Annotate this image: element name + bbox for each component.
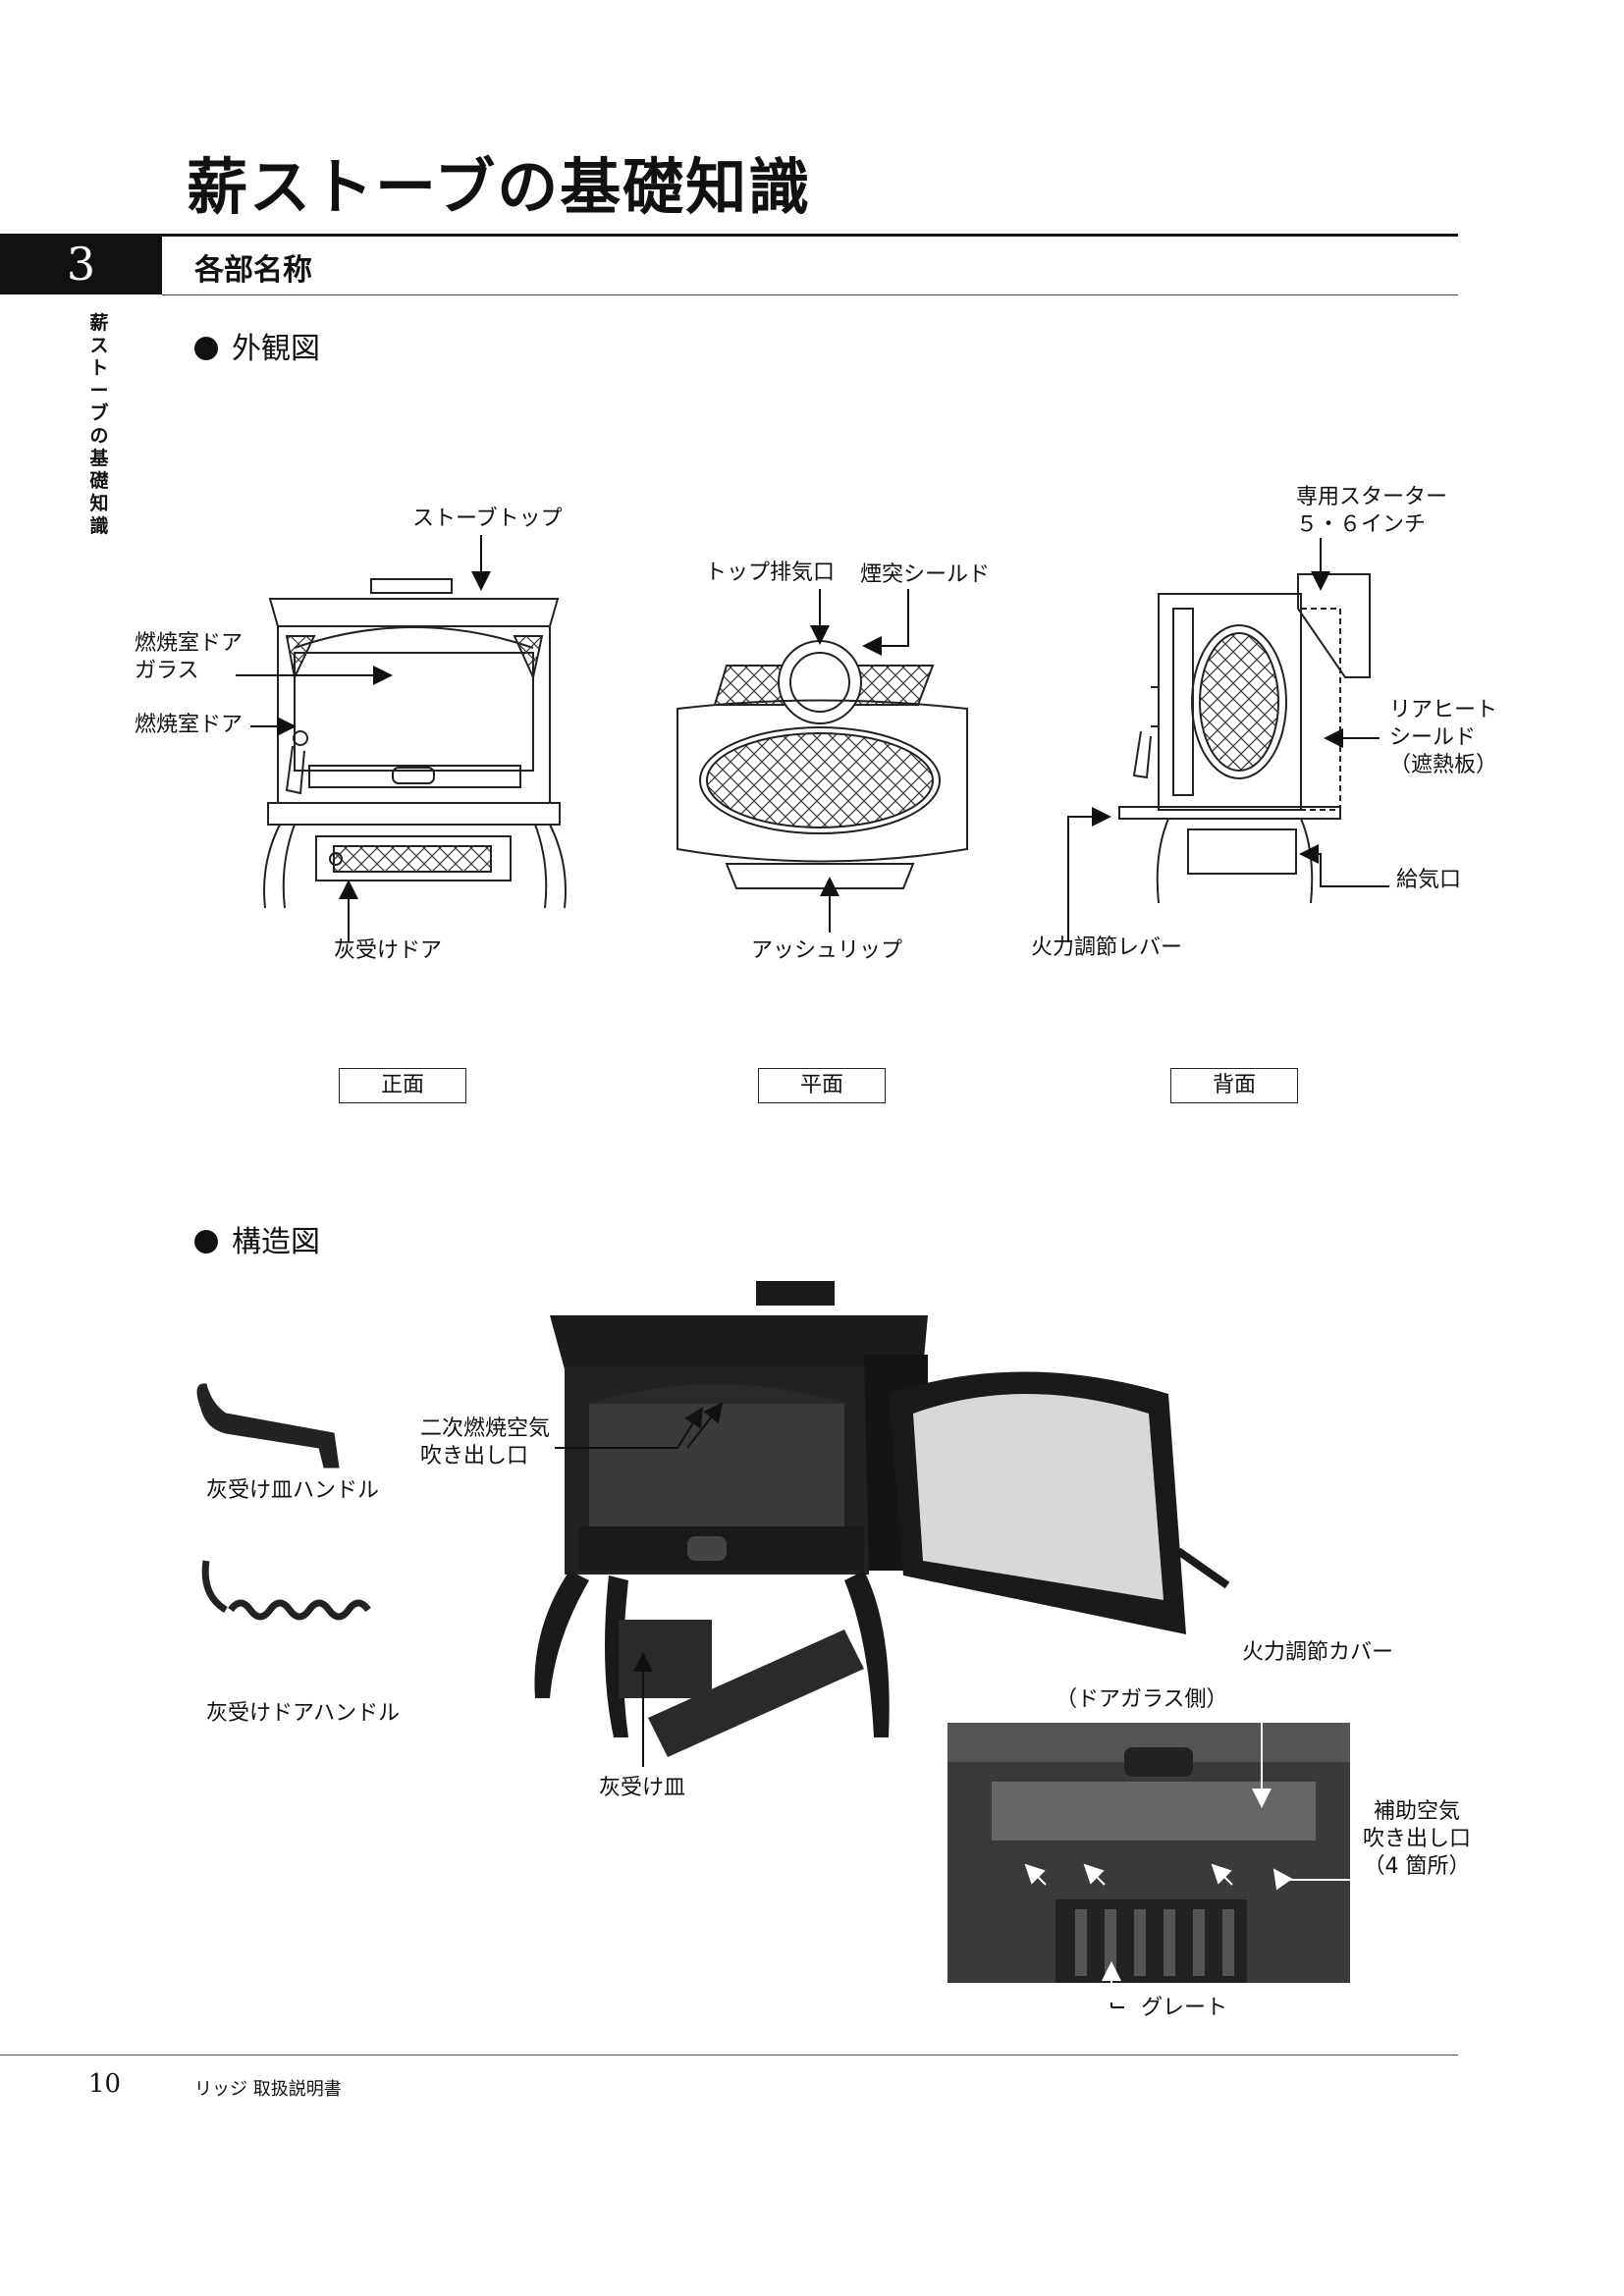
side-tab-char: ー [89, 380, 109, 401]
label-grate: グレート [1141, 1996, 1228, 2020]
label-door-glass-side: （ドアガラス側） [1056, 1687, 1228, 1712]
label-stove-top: ストーブトップ [412, 507, 563, 531]
side-tab-char: 礎 [89, 470, 109, 492]
bullet-icon [194, 1230, 218, 1254]
structure-heading: 構造図 [194, 1217, 320, 1260]
label-ash-door-handle: 灰受けドアハンドル [206, 1701, 401, 1726]
side-tab-char: の [89, 425, 109, 447]
side-tab-char: 基 [89, 448, 109, 469]
side-tab-char: ト [89, 357, 109, 379]
page-title: 薪ストーブの基礎知識 [187, 151, 812, 223]
label-aux-air: 補助空気 吹き出し口 （4 箇所） [1363, 1799, 1472, 1879]
section-rule-top [162, 234, 1458, 237]
caption-rear: 背面 [1170, 1068, 1298, 1103]
label-secondary-air: 二次燃焼空気 吹き出し口 [420, 1416, 551, 1468]
side-tab-char: ブ [89, 402, 109, 424]
label-starter: 専用スターター ５・６インチ [1296, 485, 1448, 537]
top-view-drawing [677, 640, 968, 889]
footer-rule [0, 2055, 1458, 2056]
front-view-drawing [263, 578, 567, 909]
exterior-heading: 外観図 [194, 324, 320, 367]
label-door-glass: 燃焼室ドア ガラス [135, 631, 244, 683]
section-title: 各部名称 [194, 253, 312, 288]
grate-inset-photo [947, 1723, 1350, 1983]
bullet-icon [194, 337, 218, 360]
label-door: 燃焼室ドア [135, 713, 244, 737]
page-number: 10 [88, 2069, 122, 2099]
section-rule-bottom [162, 294, 1458, 295]
ash-door-handle-drawing [201, 1560, 371, 1621]
rear-view-drawing [1118, 573, 1371, 904]
label-ash-pan-handle: 灰受け皿ハンドル [206, 1478, 380, 1503]
label-ash-pan: 灰受け皿 [599, 1776, 686, 1800]
caption-front: 正面 [339, 1068, 466, 1103]
label-rear-heat-shield: リアヒート シールド （遮熱板） [1389, 698, 1498, 777]
structure-heading-text: 構造図 [232, 1225, 320, 1259]
label-ash-door: 灰受けドア [334, 938, 443, 963]
structure-arrows [555, 1402, 1463, 2008]
side-tab-label: 薪ストーブの基礎知識 [84, 312, 114, 538]
stove-structure-photo [534, 1281, 1230, 1757]
side-tab-char: 薪 [89, 312, 109, 334]
label-control-lever: 火力調節レバー [1031, 935, 1183, 960]
ash-pan-handle-drawing [196, 1383, 340, 1468]
side-tab-char: 知 [89, 493, 109, 514]
manual-name: リッジ 取扱説明書 [194, 2079, 342, 2100]
section-number: 3 [0, 234, 162, 294]
caption-top: 平面 [758, 1068, 886, 1103]
side-tab-char: 識 [89, 515, 109, 537]
label-top-exhaust: トップ排気口 [705, 561, 836, 585]
exterior-arrows [236, 535, 1389, 942]
label-control-cover: 火力調節カバー [1242, 1640, 1394, 1665]
label-ash-lip: アッシュリップ [751, 938, 903, 963]
side-tab-char: ス [89, 335, 109, 356]
label-flue-shield: 煙突シールド [860, 562, 991, 587]
exterior-heading-text: 外観図 [232, 332, 320, 366]
label-air-inlet: 給気口 [1396, 868, 1462, 892]
